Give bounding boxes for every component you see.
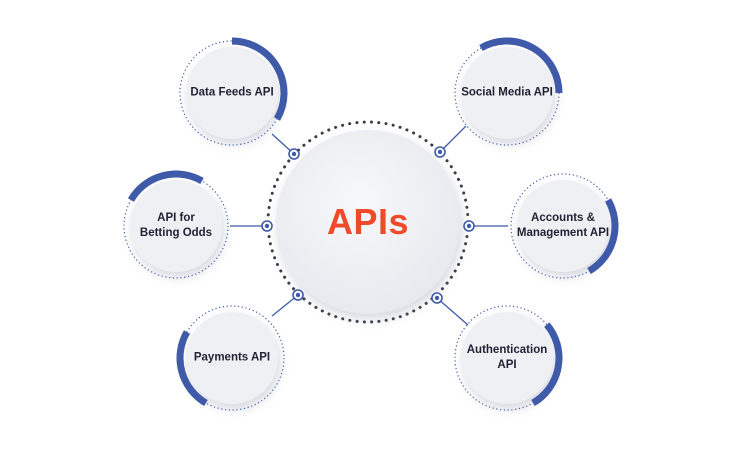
node-dotted-ring <box>179 305 285 411</box>
anchor-inner <box>437 149 443 155</box>
node-disc <box>461 47 553 139</box>
node-social-media <box>454 37 563 146</box>
node-accent-arc <box>127 170 204 202</box>
node-disc <box>186 47 278 139</box>
node-label-social-media: Social Media API <box>461 86 553 99</box>
node-label-authentication: Authentication API <box>466 344 548 371</box>
anchor-inner <box>295 292 301 298</box>
center-circle <box>276 130 460 314</box>
anchor-betting-odds <box>261 220 273 232</box>
node-disc <box>130 180 222 272</box>
node-accounts-management <box>510 173 619 279</box>
anchors-layer <box>261 146 475 304</box>
node-accent-arc <box>176 330 208 407</box>
satellites-layer <box>123 37 619 411</box>
node-label-data-feeds: Data Feeds API <box>190 86 274 99</box>
anchor-inner <box>264 223 270 229</box>
node-payments <box>176 305 285 411</box>
node-authentication <box>454 305 563 411</box>
anchor-authentication <box>431 292 443 304</box>
node-accent-arc <box>479 37 563 94</box>
node-disc <box>186 312 278 404</box>
node-dotted-ring <box>123 173 229 279</box>
connector-social-media <box>439 125 467 153</box>
node-accent-arc <box>587 198 619 275</box>
node-accent-arc <box>531 322 563 407</box>
node-accent-arc <box>231 37 288 121</box>
anchor-social-media <box>434 146 446 158</box>
connector-authentication <box>436 297 469 326</box>
node-betting-odds <box>123 170 229 279</box>
node-label-betting-odds: API for Betting Odds <box>139 212 213 239</box>
node-label-accounts-management: Accounts & Management API <box>516 212 610 239</box>
anchor-data-feeds <box>288 148 300 160</box>
node-disc <box>461 312 553 404</box>
node-disc <box>517 180 609 272</box>
anchor-inner <box>466 223 472 229</box>
node-label-payments: Payments API <box>193 351 271 364</box>
anchor-payments <box>292 289 304 301</box>
anchor-accounts-management <box>463 220 475 232</box>
center-title: APIs <box>326 201 410 242</box>
node-data-feeds <box>179 37 288 146</box>
anchor-inner <box>291 151 297 157</box>
anchor-inner <box>434 295 440 301</box>
